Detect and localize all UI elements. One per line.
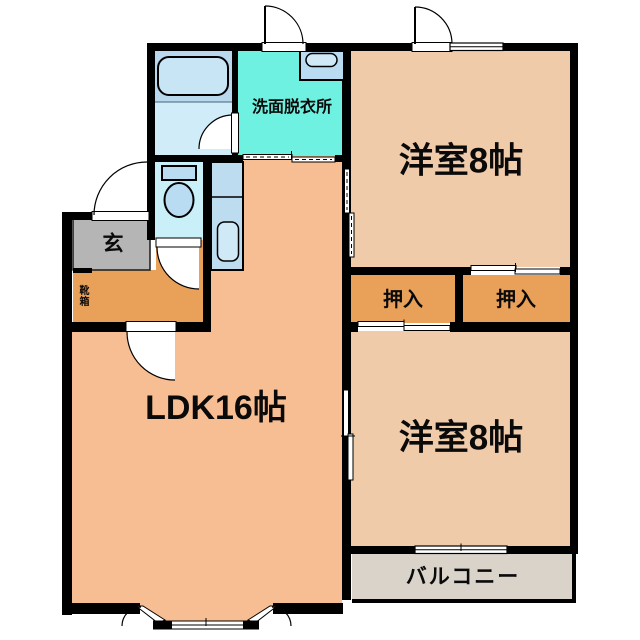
balcony-rail-bottom: [352, 599, 576, 603]
wall-segment: [342, 546, 415, 554]
entrance-door-swing: [93, 161, 148, 216]
toilet-bowl: [163, 182, 195, 218]
wall-segment: [175, 322, 211, 332]
wall-segment: [342, 43, 351, 600]
closet-right-label: 押入: [496, 289, 536, 311]
closet-left-floor: [351, 275, 456, 323]
ldk-label: LDK16帖: [145, 389, 287, 427]
bay-window-floor: [140, 603, 273, 622]
wall-segment: [507, 546, 578, 554]
wall-segment: [203, 162, 211, 332]
bedroom-top-door-threshold: [411, 42, 453, 52]
wall-segment: [273, 603, 343, 614]
wall-segment: [147, 43, 155, 240]
ldk-bedroom-slider-panel: [343, 389, 349, 437]
entrance-label: 玄: [102, 232, 124, 256]
wall-segment: [570, 43, 578, 554]
bay-casement-swing-right: [271, 606, 292, 627]
bath-door-swing-area: [199, 115, 233, 149]
washroom-door-threshold: [261, 42, 307, 52]
wall-segment: [455, 275, 463, 323]
shoe-cabinet-label: 靴箱: [77, 285, 88, 307]
wall-segment: [351, 322, 358, 332]
closet-right-slider-panel: [514, 268, 561, 275]
bay-window-pane-left: [134, 605, 167, 624]
kitchen-sink: [216, 221, 240, 262]
toilet-door-leaf: [155, 237, 202, 248]
shoe-cabinet: [73, 273, 92, 322]
hall-ldk-door-leaf: [125, 321, 177, 332]
entrance-door-leaf: [91, 211, 150, 221]
washbasin-bowl: [305, 52, 338, 68]
bedroom-bottom-label: 洋室8帖: [398, 418, 524, 458]
wall-segment: [73, 268, 92, 273]
bedroom-top-floor: [351, 51, 570, 267]
wall-segment: [147, 155, 243, 162]
bath-door-swing: [198, 114, 234, 150]
walls: [62, 43, 578, 615]
wall-segment: [450, 322, 570, 332]
balcony-floor: [352, 554, 572, 600]
bay-window-stub: [243, 620, 259, 630]
washroom-label: 洗面脱衣所: [251, 99, 333, 116]
entrance-floor: [72, 218, 151, 271]
toilet-tank: [161, 165, 197, 181]
closet-right-floor: [463, 275, 570, 323]
wall-segment: [305, 43, 413, 51]
bedroom-top-slider-panel: [344, 168, 350, 214]
wall-segment: [62, 322, 127, 332]
hall-ldk-door-swing-area: [127, 332, 175, 380]
wall-segment: [232, 51, 238, 113]
wall-segment: [147, 43, 263, 51]
bedroom-top-label: 洋室8帖: [398, 141, 524, 181]
fixtures: [157, 50, 345, 271]
bedroom-top-door-swing: [414, 6, 453, 45]
wall-segment: [62, 212, 93, 220]
closet-left-label: 押入: [383, 289, 423, 311]
openings: [91, 5, 561, 630]
wall-segment: [560, 267, 570, 275]
wall-segment: [351, 267, 471, 275]
ldk-floor: [72, 331, 342, 607]
bay-casement-swing-left: [121, 606, 142, 627]
bath-door-leaf: [231, 112, 239, 154]
balcony-label: バルコニー: [405, 565, 521, 589]
wall-segment: [62, 603, 140, 614]
hall-ldk-door-swing: [126, 331, 176, 381]
washroom-door-swing: [264, 5, 304, 45]
balcony-rail-right: [572, 554, 576, 601]
toilet-door-swing: [156, 246, 200, 290]
wall-segment: [62, 212, 72, 615]
wall-segment: [503, 43, 570, 51]
closet-right-slider-panel: [470, 265, 517, 271]
ldk-bedroom-slider-panel: [347, 433, 354, 481]
bedroom-top-slider-panel: [348, 212, 355, 258]
toilet-door-swing-area: [157, 247, 199, 289]
bay-window-stub: [153, 620, 172, 630]
room-fills: [72, 51, 572, 622]
closet-left-slider-panel: [357, 321, 405, 327]
bathtub: [157, 56, 229, 96]
closet-left-slider-panel: [403, 325, 451, 331]
bedroom-bottom-floor: [351, 331, 570, 546]
